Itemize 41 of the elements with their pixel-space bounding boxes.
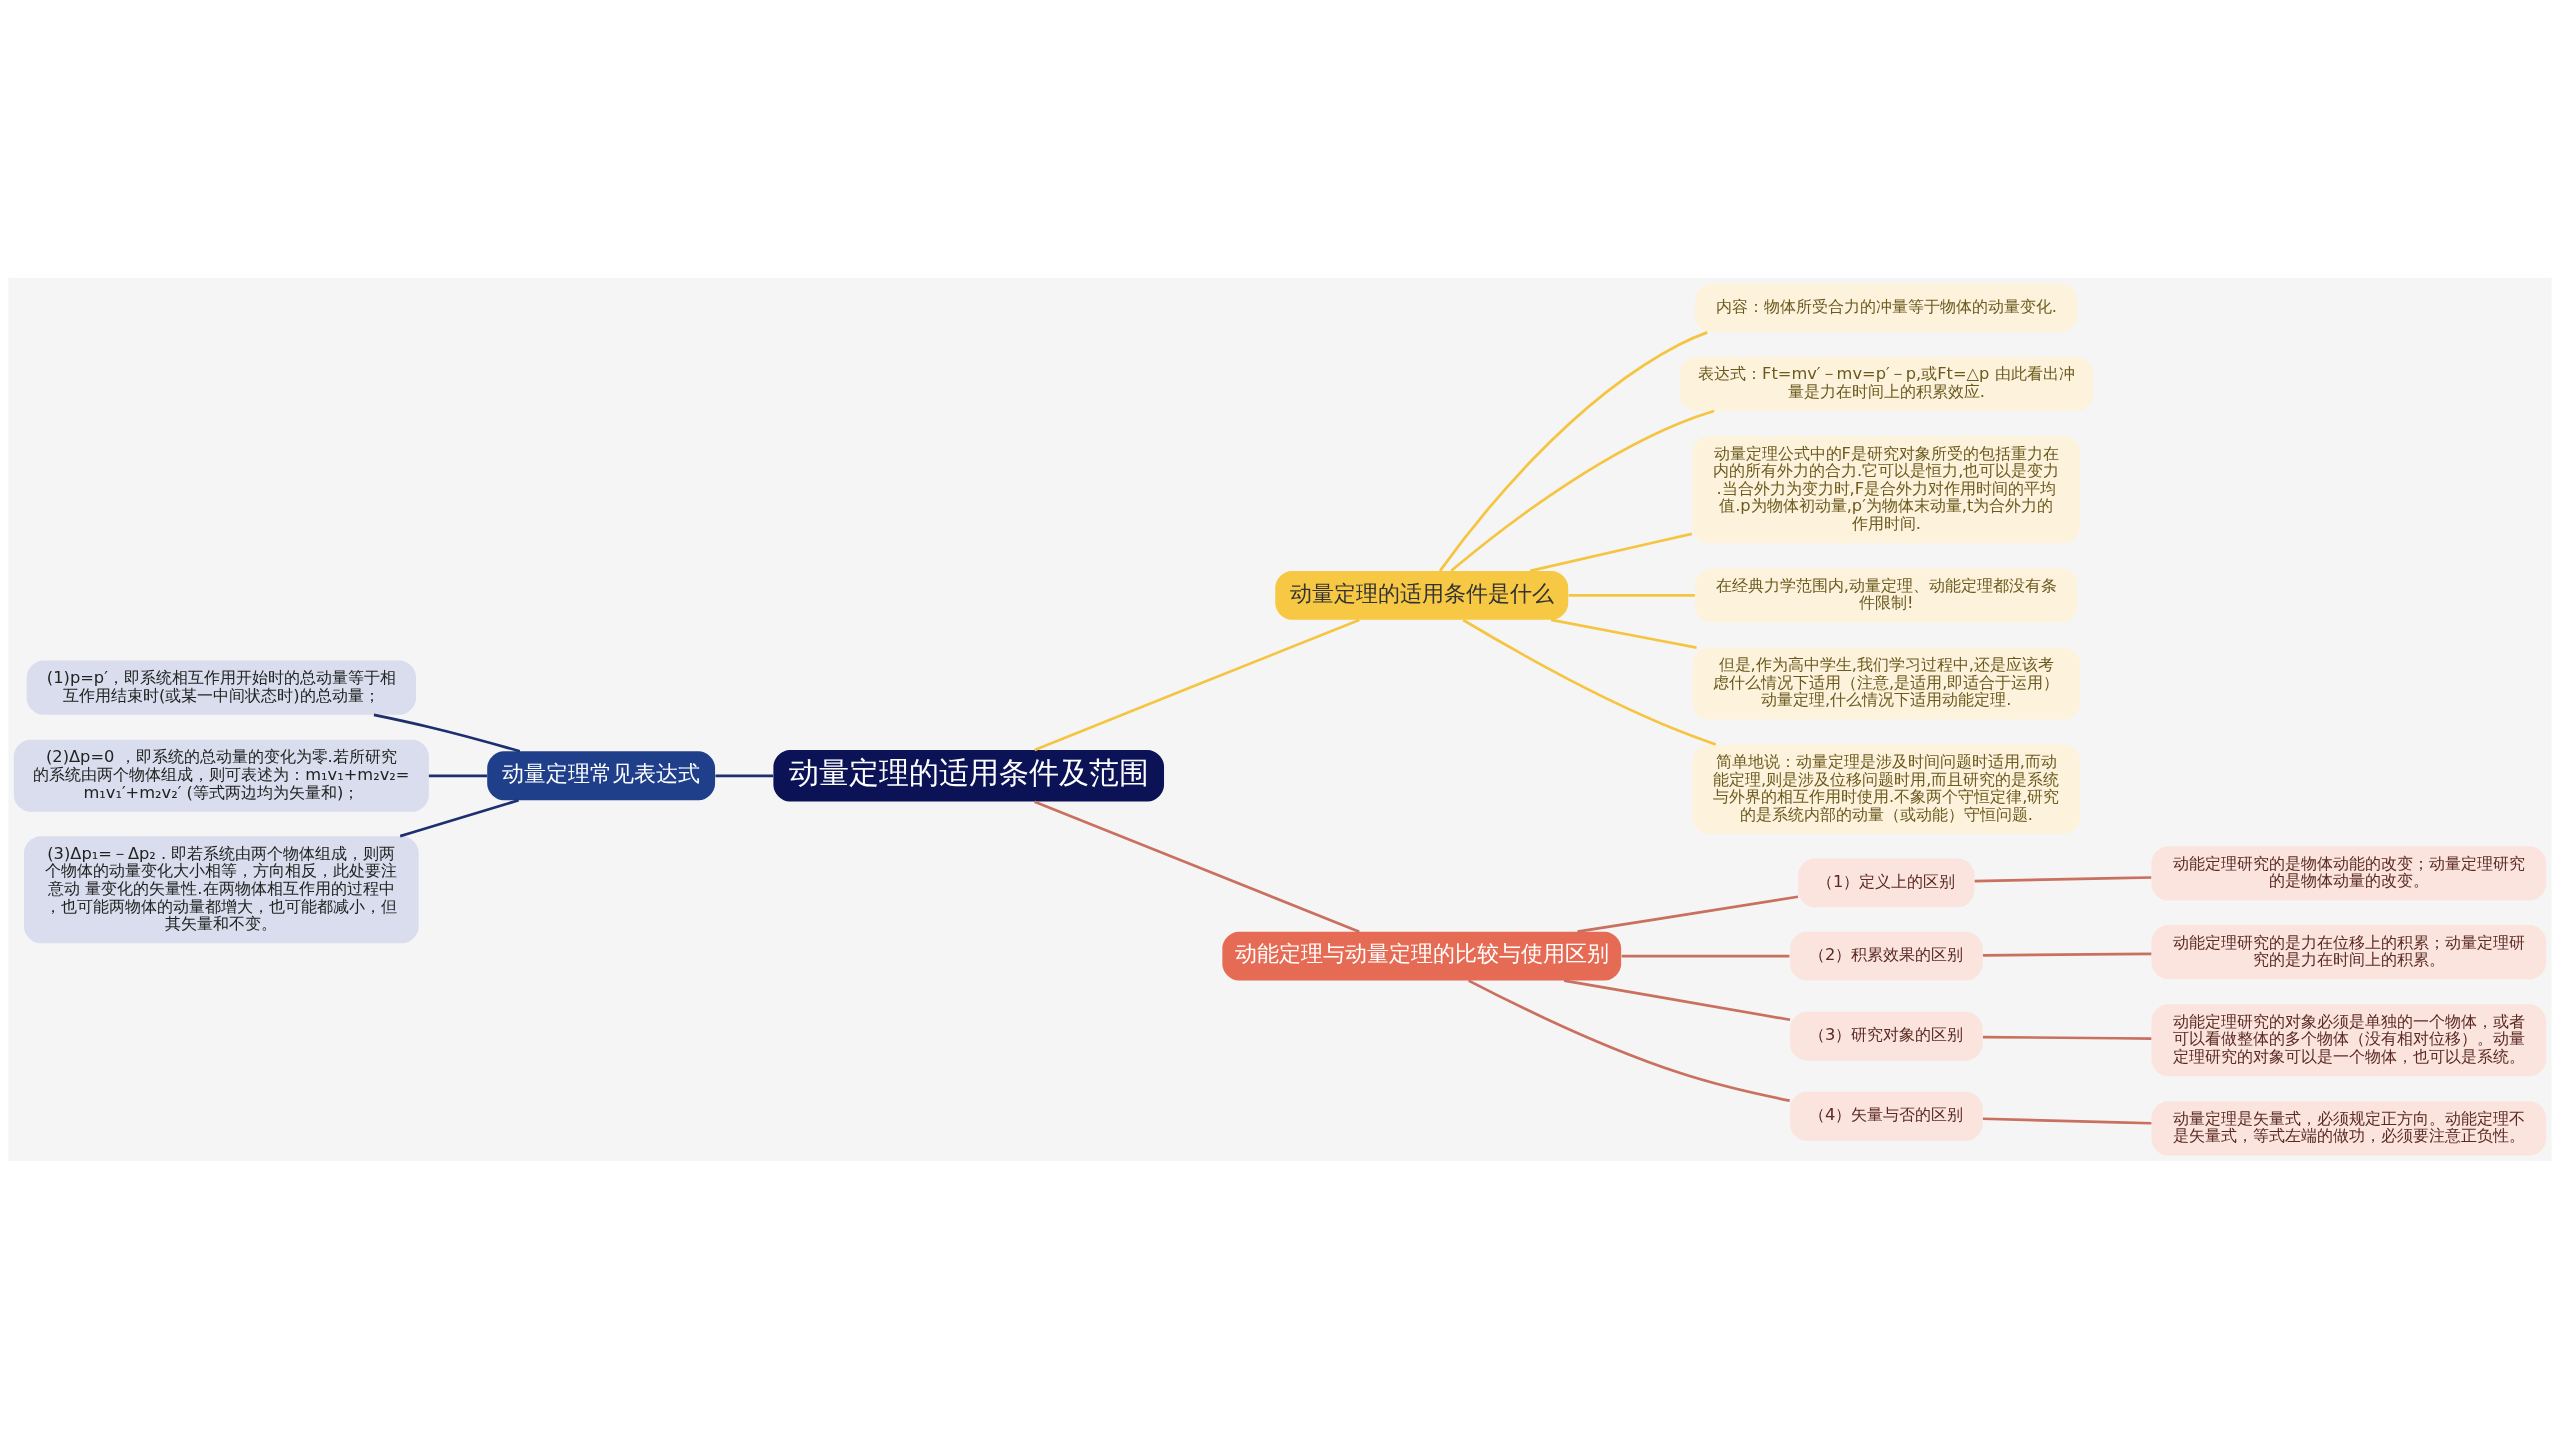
node-box: 动能定理与动量定理的比较与使用区别 [1222, 931, 1622, 981]
connector [1450, 409, 1715, 572]
connector [1621, 954, 1790, 958]
connector [1974, 876, 2152, 883]
node-box: (3)Δp₁=－Δp₂ . 即若系统由两个物体组成，则两个物体的动量变化大小相等，方向相反，此处要注意动 量变化的矢量性.在两物体相互作用的过程中，也可能两物体的动量都增大，也可能都减小，但其矢量和不变。 [24, 836, 419, 944]
connector [715, 774, 774, 778]
node-box: 动能定理研究的是物体动能的改变；动量定理研究的是物体动量的改变。 [2151, 846, 2547, 901]
connector [1982, 952, 2152, 957]
connector [1982, 1117, 2152, 1125]
connector [1529, 532, 1693, 573]
node-box: 动能定理研究的是力在位移上的积累；动量定理研究的是力在时间上的积累。 [2151, 925, 2547, 980]
connector [373, 713, 521, 753]
connector [1034, 618, 1360, 752]
node-box: （1）定义上的区别 [1798, 858, 1975, 908]
node-box: (2)Δp=0 ，即系统的总动量的变化为零.若所研究的系统由两个物体组成，则可表述为：m₁v₁+m₂v₂=m₁v₁′+m₂v₂′ (等式两边均为矢量和)； [13, 739, 429, 812]
connector [428, 774, 487, 778]
node-box: (1)p=p′，即系统相互作用开始时的总动量等于相互作用结束时(或某一中间状态时)的总动量； [26, 660, 416, 715]
node-box: 简单地说：动量定理是涉及时间问题时适用,而动能定理,则是涉及位移问题时用,而且研究的是系统与外界的相互作用时使用.不象两个守恒定律,研究的是系统内部的动量（或动能）守恒问题. [1692, 744, 2081, 835]
node-box: 内容：物体所受合力的冲量等于物体的动量变化. [1695, 283, 2078, 333]
node-box: （3）研究对象的区别 [1790, 1011, 1983, 1061]
connector [1982, 1035, 2152, 1040]
connector [1563, 979, 1791, 1022]
connector [1568, 594, 1695, 597]
node-box: 动量定理是矢量式，必须规定正方向。动能定理不是矢量式，等式左端的做功，必须要注意正负性。 [2151, 1101, 2547, 1156]
connector [1034, 800, 1360, 933]
connector [399, 799, 520, 838]
node-box: 动量定理常见表达式 [487, 751, 716, 801]
connector [1550, 618, 1697, 649]
node-box: 在经典力学范围内,动量定理、动能定理都没有条件限制! [1695, 568, 2078, 623]
connector [1438, 331, 1708, 572]
node-box: （4）矢量与否的区别 [1790, 1091, 1983, 1141]
node-box: 表达式：Ft=mv′－mv=p′－p,或Ft=△p 由此看出冲量是力在时间上的积累效应. [1679, 356, 2094, 411]
node-box: 但是,作为高中学生,我们学习过程中,还是应该考虑什么情况下适用（注意,是适用,即适合于运用）动量定理,什么情况下适用动能定理. [1692, 647, 2081, 720]
node-box: 动量定理的适用条件及范围 [773, 750, 1165, 802]
node-box: 动能定理研究的对象必须是单独的一个物体，或者可以看做整体的多个物体（没有相对位移）。动量定理研究的对象可以是一个物体，也可以是系统。 [2151, 1004, 2547, 1077]
connector [1577, 895, 1799, 934]
node-box: 动量定理公式中的F是研究对象所受的包括重力在内的所有外力的合力.它可以是恒力,也可以是变力.当合外力为变力时,F是合外力对作用时间的平均值.p为物体初动量,p′为物体末动量,t为合外力的作用时间. [1692, 436, 2081, 544]
node-box: （2）积累效果的区别 [1790, 931, 1983, 981]
connector [1468, 979, 1790, 1102]
connector [1462, 618, 1717, 746]
node-box: 动量定理的适用条件是什么 [1275, 571, 1569, 620]
